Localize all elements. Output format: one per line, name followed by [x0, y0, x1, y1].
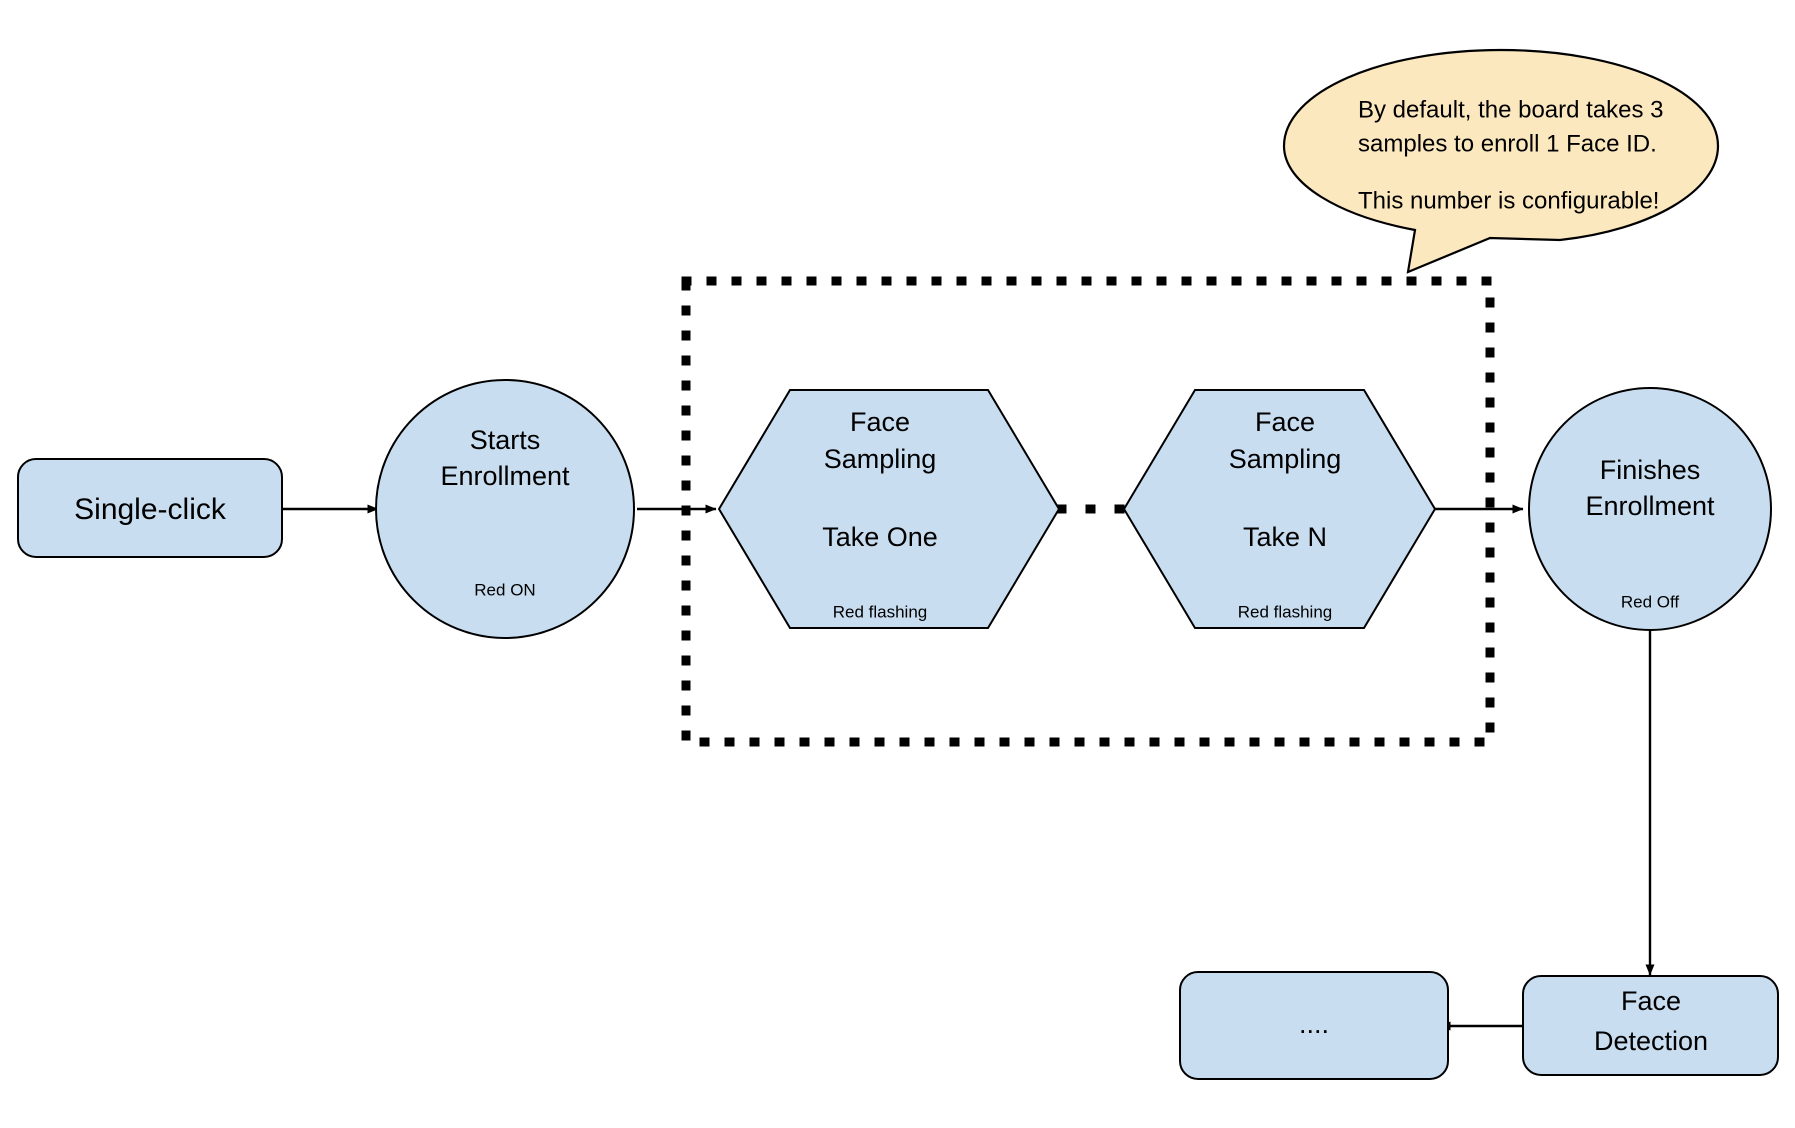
- single-click-label: Single-click: [74, 493, 227, 526]
- face-sampling-n-label-line1: Face: [1255, 407, 1315, 437]
- node-face-sampling-take-n[interactable]: Face Sampling Take N Red flashing: [1122, 389, 1437, 629]
- finishes-enrollment-shape[interactable]: [1528, 387, 1772, 631]
- face-detection-label-line1: Face: [1621, 986, 1681, 1016]
- sampling-loop-group-border: [681, 276, 1495, 747]
- finishes-enrollment-label-line1: Finishes: [1600, 455, 1701, 485]
- node-face-detection[interactable]: Face Detection: [1522, 975, 1779, 1076]
- callout-line-3: This number is configurable!: [1358, 187, 1659, 214]
- starts-enrollment-label-line1: Starts: [470, 425, 541, 455]
- callout-line-1: By default, the board takes 3: [1358, 96, 1664, 123]
- face-sampling-n-label-line2: Sampling: [1229, 444, 1342, 474]
- face-detection-label-line2: Detection: [1594, 1026, 1708, 1056]
- starts-enrollment-status: Red ON: [474, 580, 535, 599]
- node-ellipsis-box[interactable]: ....: [1179, 971, 1449, 1080]
- face-sampling-one-shape[interactable]: [717, 389, 1061, 629]
- starts-enrollment-label-line2: Enrollment: [440, 461, 570, 491]
- face-sampling-n-status: Red flashing: [1238, 602, 1333, 621]
- single-click-shape[interactable]: [17, 458, 283, 558]
- face-sampling-one-label-line1: Face: [850, 407, 910, 437]
- starts-enrollment-shape[interactable]: [375, 379, 635, 639]
- callout-bubble-shape: [1282, 48, 1720, 274]
- callout-note: By default, the board takes 3 samples to…: [1282, 48, 1720, 274]
- node-starts-enrollment[interactable]: Starts Enrollment Red ON: [375, 379, 635, 639]
- face-sampling-n-shape[interactable]: [1122, 389, 1437, 629]
- face-sampling-one-label-line2: Sampling: [824, 444, 937, 474]
- finishes-enrollment-label-line2: Enrollment: [1585, 491, 1715, 521]
- node-finishes-enrollment[interactable]: Finishes Enrollment Red Off: [1528, 387, 1772, 631]
- ellipsis-box-label: ....: [1299, 1009, 1329, 1039]
- face-detection-shape[interactable]: [1522, 975, 1779, 1076]
- face-sampling-one-take: Take One: [822, 522, 938, 552]
- node-single-click[interactable]: Single-click: [17, 458, 283, 558]
- face-sampling-one-status: Red flashing: [833, 602, 928, 621]
- callout-line-2: samples to enroll 1 Face ID.: [1358, 130, 1657, 157]
- node-face-sampling-take-one[interactable]: Face Sampling Take One Red flashing: [717, 389, 1061, 629]
- face-sampling-n-take: Take N: [1243, 522, 1327, 552]
- finishes-enrollment-status: Red Off: [1621, 592, 1680, 611]
- ellipsis-box-shape[interactable]: [1179, 971, 1449, 1080]
